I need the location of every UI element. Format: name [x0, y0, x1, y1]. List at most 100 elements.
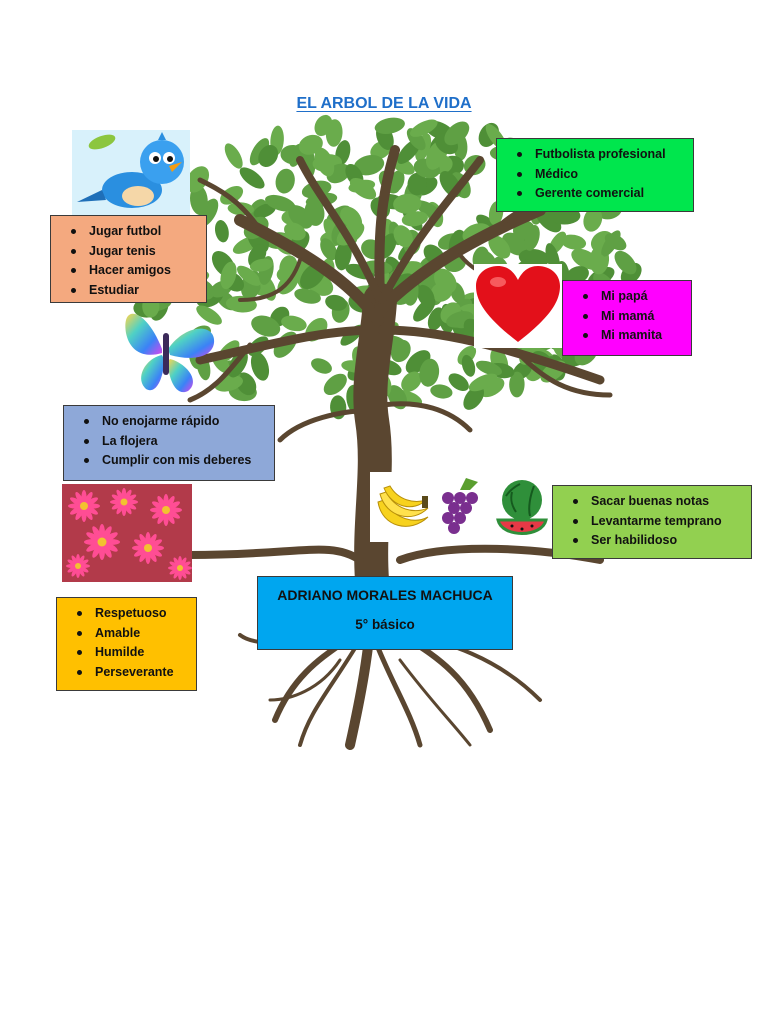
leaf-shape [565, 266, 589, 285]
list-item: Gerente comercial [517, 184, 687, 204]
list-item: Estudiar [71, 281, 200, 301]
flower-center-shape [120, 498, 128, 506]
leaf-shape [239, 167, 265, 189]
leaf-shape [475, 360, 503, 376]
leaf-shape [393, 193, 422, 214]
leaf-shape [560, 234, 587, 250]
leaf-shape [410, 119, 438, 137]
list-item: Mi mamá [583, 307, 685, 327]
leaf-shape [265, 194, 296, 212]
family-box: Mi papá Mi mamá Mi mamita [562, 280, 692, 356]
leaf-shape [220, 185, 244, 205]
list-item: Ser habilidoso [573, 531, 745, 551]
weaknesses-box: No enojarme rápido La flojera Cumplir co… [63, 405, 275, 481]
leaf-shape [284, 222, 306, 241]
leaf-shape [349, 177, 377, 200]
flower-center-shape [97, 537, 107, 547]
leaf-shape [468, 373, 498, 392]
leaf-shape [444, 121, 470, 146]
leaf-shape [416, 284, 435, 308]
leaf-shape [401, 371, 422, 392]
leaf-shape [336, 222, 365, 246]
list-item: Futbolista profesional [517, 145, 687, 165]
leaf-shape [196, 305, 222, 325]
leaf-shape [185, 166, 210, 193]
leaf-shape [407, 172, 427, 196]
leaf-shape [304, 199, 325, 226]
list-item: Hacer amigos [71, 261, 200, 281]
leaf-shape [249, 138, 270, 166]
leaf-shape [311, 358, 332, 374]
flower-center-shape [144, 544, 152, 552]
leaf-shape [583, 207, 603, 232]
leaf-shape [275, 168, 295, 194]
list-item: Humilde [77, 643, 190, 663]
leaf-shape [601, 230, 621, 257]
butterfly-image [116, 303, 218, 397]
page-title: EL ARBOL DE LA VIDA [296, 95, 472, 112]
leaf-shape [448, 373, 469, 392]
student-name: ADRIANO MORALES MACHUCA [277, 587, 493, 603]
leaf-shape [314, 147, 335, 177]
list-item: Cumplir con mis deberes [84, 451, 268, 471]
list-item: La flojera [84, 432, 268, 452]
bird-icon [77, 132, 184, 208]
flowers-image [62, 484, 192, 582]
leaf-shape [250, 351, 270, 381]
leaf-shape [253, 203, 276, 219]
heart-image [474, 264, 562, 348]
fruits-icon [377, 478, 548, 535]
list-item: Jugar futbol [71, 222, 200, 242]
leaf-shape [325, 119, 343, 147]
list-item: Médico [517, 165, 687, 185]
student-name-box: ADRIANO MORALES MACHUCA 5° básico [257, 576, 513, 650]
leaf-shape [353, 155, 385, 176]
leaf-shape [488, 235, 511, 259]
leaf-shape [419, 358, 440, 387]
leaf-shape [281, 315, 307, 332]
leaf-shape [401, 211, 428, 227]
list-item: Perseverante [77, 663, 190, 683]
leaf-shape [374, 117, 405, 134]
leaf-shape [320, 238, 337, 261]
student-grade: 5° básico [355, 617, 415, 632]
leaf-shape [249, 258, 274, 272]
list-item: No enojarme rápido [84, 412, 268, 432]
flowers-icon [66, 488, 192, 580]
leaf-shape [427, 307, 445, 331]
leaf-shape [251, 315, 281, 337]
professions-box: Futbolista profesional Médico Gerente co… [496, 138, 694, 212]
leaf-shape [220, 261, 237, 290]
leaf-shape [323, 373, 347, 396]
leaf-shape [334, 240, 352, 271]
flower-center-shape [177, 565, 183, 571]
leaf-shape [430, 282, 453, 302]
leaf-shape [581, 252, 607, 271]
list-item: Levantarme temprano [573, 512, 745, 532]
heart-icon [476, 266, 560, 342]
fruits-image [370, 472, 550, 542]
leaf-shape [430, 384, 453, 399]
leaf-shape [614, 250, 637, 275]
values-box: Respetuoso Amable Humilde Perseverante [56, 597, 197, 691]
leaf-shape [258, 145, 279, 167]
bird-image [72, 130, 190, 216]
list-item: Amable [77, 624, 190, 644]
leaf-shape [224, 143, 243, 169]
leaf-shape [461, 354, 476, 377]
leaf-shape [524, 224, 540, 251]
flower-center-shape [75, 563, 81, 569]
leaf-shape [294, 288, 321, 304]
butterfly-icon [125, 313, 215, 393]
goals-box: Sacar buenas notas Levantarme temprano S… [552, 485, 752, 559]
leaf-shape [393, 225, 413, 248]
list-item: Sacar buenas notas [573, 492, 745, 512]
flower-center-shape [80, 502, 88, 510]
list-item: Respetuoso [77, 604, 190, 624]
hobbies-box: Jugar futbol Jugar tenis Hacer amigos Es… [50, 215, 207, 303]
leaf-shape [463, 385, 485, 410]
list-item: Mi papá [583, 287, 685, 307]
flower-center-shape [162, 506, 170, 514]
list-item: Mi mamita [583, 326, 685, 346]
leaf-shape [236, 265, 261, 286]
